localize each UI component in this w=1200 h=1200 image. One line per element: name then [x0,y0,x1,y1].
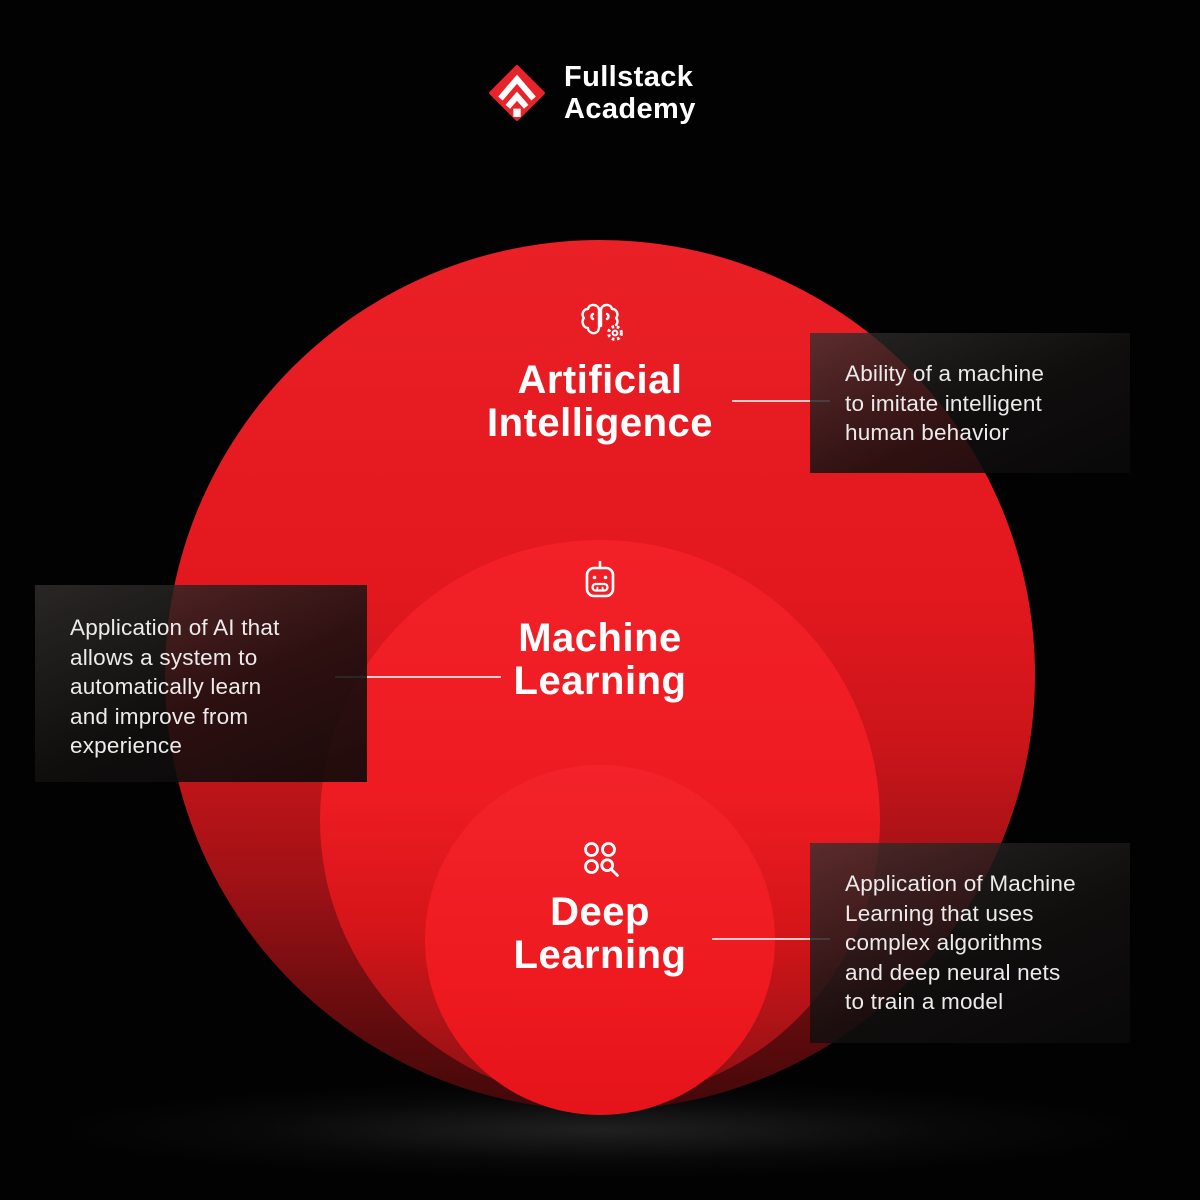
brand-name: Fullstack Academy [564,61,696,125]
robot-head-icon [585,560,615,598]
connector-line-deep-learning [712,938,830,940]
callout-text-machine-learning: Application of AI that allows a system t… [70,615,280,758]
ring-title-artificial-intelligence: Artificial Intelligence [486,358,714,445]
ring-title-machine-learning: Machine Learning [513,616,687,703]
circle-deep-learning [425,765,775,1115]
connector-line-machine-learning [335,676,501,678]
ring-label-machine-learning: Machine Learning [400,560,800,703]
connector-line-artificial-intelligence [732,400,830,402]
grid-search-icon [584,842,619,877]
brain-gear-icon [581,303,623,341]
callout-text-deep-learning: Application of Machine Learning that use… [845,871,1076,1014]
ring-label-deep-learning: Deep Learning [400,838,800,977]
callout-machine-learning: Application of AI that allows a system t… [35,585,367,782]
ring-title-deep-learning: Deep Learning [513,890,687,977]
callout-deep-learning: Application of Machine Learning that use… [810,843,1130,1043]
callout-text-artificial-intelligence: Ability of a machine to imitate intellig… [845,361,1045,445]
brand-header: Fullstack Academy [482,58,696,128]
callout-artificial-intelligence: Ability of a machine to imitate intellig… [810,333,1130,473]
ring-label-artificial-intelligence: Artificial Intelligence [400,300,800,445]
fullstack-academy-logo-icon [489,65,545,121]
